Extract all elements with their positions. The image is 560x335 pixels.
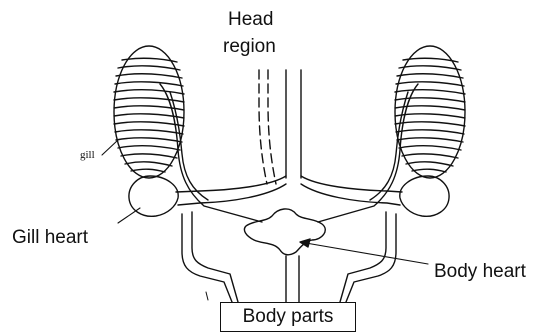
region-label: region: [223, 37, 276, 56]
body-parts-box: Body parts: [220, 302, 356, 332]
right-gill-heart: [400, 176, 449, 216]
gill-pointer: [102, 140, 118, 155]
gill-label: gill: [80, 150, 95, 161]
gill-heart-pointer: [118, 208, 140, 223]
body-vessels: [182, 212, 396, 302]
left-gill: [114, 46, 184, 178]
head-label: Head: [228, 10, 273, 29]
body-heart-label: Body heart: [434, 262, 526, 281]
body-heart: [244, 209, 325, 255]
gill-vessels: [160, 84, 418, 222]
head-vessels: [259, 70, 301, 184]
body-heart-pointer: [300, 242, 428, 264]
gill-heart-label: Gill heart: [12, 228, 88, 247]
